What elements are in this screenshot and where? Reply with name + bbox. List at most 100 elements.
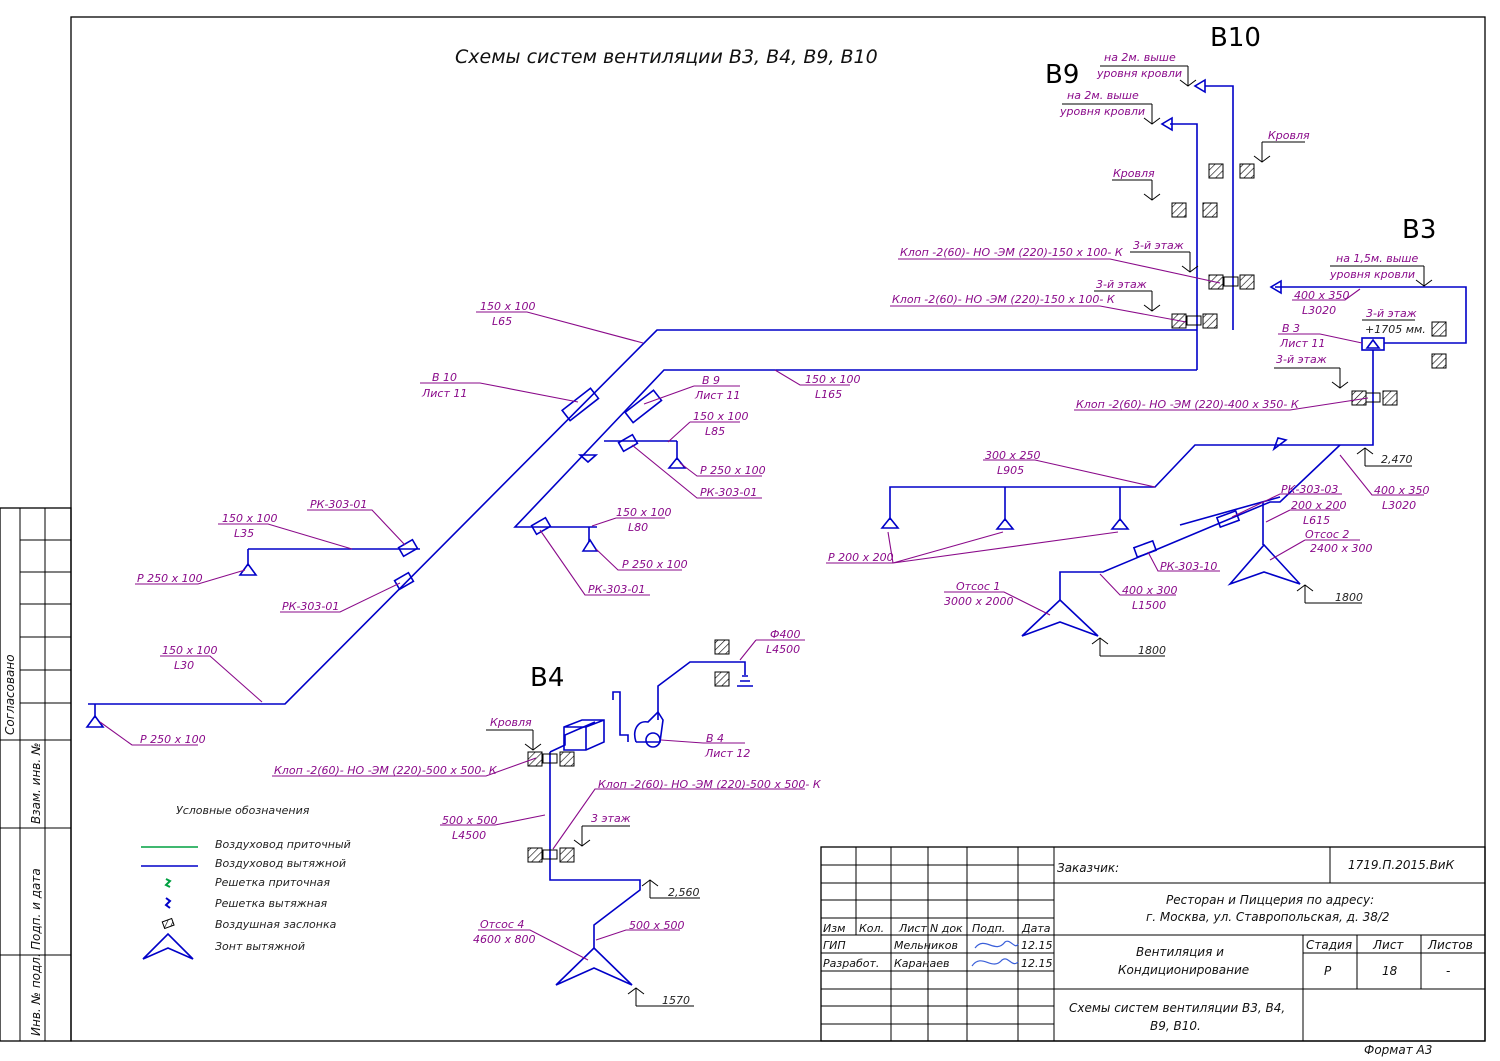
label-text: 2400 х 300 [1310, 542, 1373, 555]
callout: 500 х 500 L4500 [440, 814, 546, 842]
level-mark: 2,560 [641, 879, 700, 899]
label-text: 500 х 500 [629, 919, 685, 932]
b4-silencer [612, 691, 629, 742]
callout: 150 х 100 L85 [667, 410, 749, 443]
label-text: Отсос 4 [480, 918, 524, 931]
label-text: уровня кровли [1096, 67, 1182, 80]
system-label-b10: В10 [1210, 23, 1261, 53]
label-text: L35 [234, 527, 254, 540]
callout: 150 х 100 L80 [591, 506, 672, 534]
callout: 400 х 350 L3020 [1339, 454, 1430, 512]
label-text: Кровля [490, 716, 532, 729]
label-text: Лист 11 [421, 387, 467, 400]
callout: на 1,5м. выше уровня кровли [1329, 252, 1433, 287]
label-text: 400 х 300 [1122, 584, 1178, 597]
floor-penetration [1382, 390, 1398, 406]
callout: РК-303-03 [1231, 483, 1342, 518]
label-text: 300 х 250 [985, 449, 1041, 462]
title-block: Заказчик: 1719.П.2015.ВиК Ресторан и Пиц… [820, 846, 1486, 1042]
exhaust-grille [880, 516, 900, 529]
callout: Р 200 х 200 [826, 531, 1119, 564]
label-text: 2,560 [668, 886, 700, 899]
callout: Р 250 х 100 [135, 569, 246, 585]
level-mark: 3-й этаж [1274, 353, 1349, 389]
label-text: 3-й этаж [1366, 307, 1417, 320]
label-text: +1705 мм. [1365, 323, 1426, 336]
label-text: Кровля [1268, 129, 1310, 142]
b4-fan [633, 710, 664, 743]
tb-row2-role: Разработ. [823, 957, 879, 970]
floor-penetration [527, 751, 543, 767]
system-label-b4: В4 [530, 663, 564, 693]
label-text: РК-303-01 [588, 583, 645, 596]
callout: Отсос 4 4600 х 800 [473, 918, 589, 961]
callout: 400 х 300 L1500 [1099, 573, 1178, 612]
label-text: РК-303-01 [282, 600, 339, 613]
label-text: L165 [815, 388, 842, 401]
regulator-rk [617, 433, 639, 453]
label-text: L65 [492, 315, 512, 328]
regulator-rk [393, 571, 415, 591]
callout: Отсос 2 2400 х 300 [1269, 528, 1373, 561]
label-text: 4600 х 800 [473, 933, 536, 946]
legend-supply-grille-icon [164, 878, 172, 888]
label-text: В 4 [706, 732, 724, 745]
label-text: уровня кровли [1329, 268, 1415, 281]
tb-customer-label: Заказчик: [1057, 861, 1119, 875]
label-text: Клоп -2(60)- НО -ЭМ (220)-150 х 100- К [892, 293, 1116, 306]
tb-v-sheets: - [1446, 964, 1450, 978]
label-text: на 2м. выше [1067, 89, 1139, 102]
label-text: 400 х 350 [1294, 289, 1350, 302]
roof-penetration [714, 671, 730, 687]
callout: Ф400 L4500 [739, 628, 805, 661]
valve-callout-b10: Клоп -2(60)- НО -ЭМ (220)-150 х 100- К [898, 246, 1221, 284]
callout: Отсос 1 3000 х 2000 [944, 580, 1051, 616]
side-inv-replace: Взам. инв. № [29, 743, 43, 824]
label-text: Отсос 1 [956, 580, 1000, 593]
label-text: В 10 [432, 371, 457, 384]
label-text: L85 [705, 425, 725, 438]
callout: РК-303-01 [280, 582, 401, 613]
label-text: L80 [628, 521, 648, 534]
legend: Условные обозначения Воздуховод приточны… [141, 804, 351, 960]
callout: Р 250 х 100 [99, 721, 206, 746]
label-text: 200 х 200 [1291, 499, 1347, 512]
label-text: РК-303-01 [700, 486, 757, 499]
label-text: 2,470 [1381, 453, 1413, 466]
tb-h-stage: Стадия [1306, 938, 1352, 952]
tb-col-kol: Кол. [859, 922, 884, 935]
level-mark: Кровля [1112, 167, 1161, 201]
format-label: Формат А3 [1364, 1043, 1432, 1057]
label-text: Клоп -2(60)- НО -ЭМ (220)-500 х 500- К [598, 778, 822, 791]
valve-callout-b9: Клоп -2(60)- НО -ЭМ (220)-150 х 100- К [890, 293, 1187, 323]
drawing-title: Схемы систем вентиляции В3, В4, В9, В10 [455, 46, 878, 68]
label-text: 150 х 100 [805, 373, 861, 386]
legend-hood-icon [142, 932, 194, 960]
tb-row2-date: 12.15 [1021, 957, 1053, 970]
tb-section-2: Кондиционирование [1118, 963, 1249, 977]
label-text: Кровля [1113, 167, 1155, 180]
label-text: Лист 12 [704, 747, 750, 760]
regulator-rk [1132, 539, 1158, 559]
label-text: 400 х 350 [1374, 484, 1430, 497]
callout: РК-303-01 [631, 444, 762, 499]
tb-h-sheet: Лист [1372, 938, 1404, 952]
duct-network-b10 [88, 329, 1197, 718]
level-mark: 2,470 [1356, 447, 1413, 467]
valve-callout-b4b: Клоп -2(60)- НО -ЭМ (220)-500 х 500- К [552, 778, 822, 850]
tb-col-list: Лист [898, 922, 927, 935]
level-mark: 3 этаж [573, 812, 631, 847]
callout: 150 х 100 L65 [476, 300, 644, 344]
exhaust-grille [577, 454, 599, 464]
air-damper [1186, 315, 1202, 326]
level-mark: 1800 [1091, 637, 1166, 657]
tb-sheet-title-2: В9, В10. [1150, 1019, 1201, 1033]
label-text: Р 200 х 200 [828, 551, 894, 564]
floor-penetration [527, 847, 543, 863]
floor-penetration [559, 847, 575, 863]
exhaust-grille [995, 517, 1015, 530]
label-text: 1570 [662, 994, 690, 1007]
legend-item: Воздушная заслонка [215, 918, 337, 931]
label-text: 1800 [1335, 591, 1363, 604]
